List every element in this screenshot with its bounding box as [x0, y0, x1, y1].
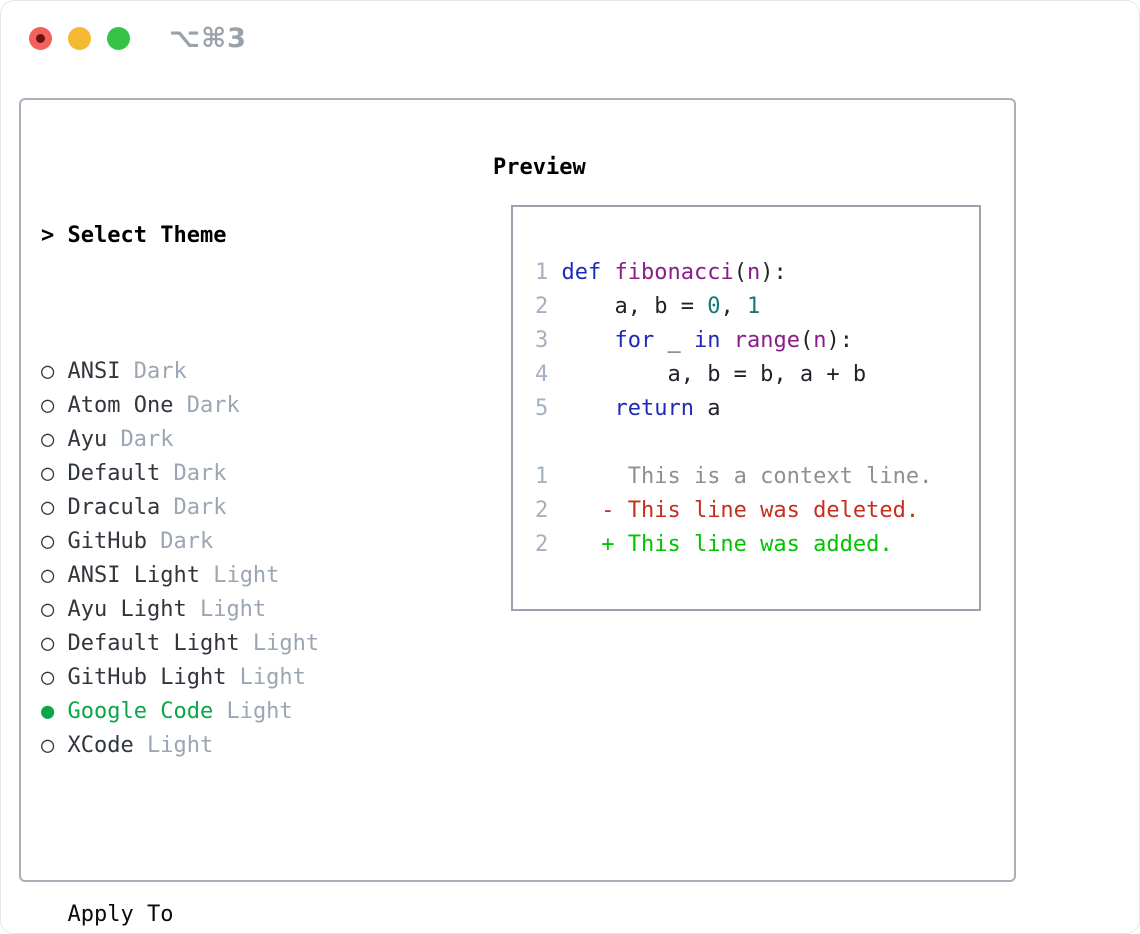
- theme-name: Default: [54, 461, 161, 486]
- theme-variant-tag: Dark: [160, 495, 227, 520]
- theme-name: ANSI Light: [54, 563, 200, 588]
- radio-unselected-icon: ○: [41, 393, 55, 418]
- apply-to-label: Apply To: [67, 902, 174, 927]
- radio-unselected-icon: ○: [41, 563, 55, 588]
- theme-option-github-light[interactable]: ○ GitHub Light Light: [41, 661, 481, 695]
- theme-variant-tag: Dark: [120, 359, 187, 384]
- radio-unselected-icon: ○: [41, 461, 55, 486]
- theme-variant-tag: Light: [133, 733, 214, 758]
- zoom-button[interactable]: [107, 27, 130, 50]
- diff-line-add: 2 + This line was added.: [535, 532, 893, 557]
- radio-unselected-icon: ○: [41, 665, 55, 690]
- line-number: 1: [535, 464, 549, 489]
- radio-unselected-icon: ○: [41, 597, 55, 622]
- theme-option-ansi[interactable]: ○ ANSI Dark: [41, 355, 481, 389]
- theme-variant-tag: Dark: [160, 461, 227, 486]
- theme-option-xcode[interactable]: ○ XCode Light: [41, 729, 481, 763]
- code-line: 3 for _ in range(n):: [535, 328, 853, 353]
- focus-caret-icon: >: [41, 223, 55, 248]
- theme-option-google-code[interactable]: ● Google Code Light: [41, 695, 481, 729]
- theme-option-default-light[interactable]: ○ Default Light Light: [41, 627, 481, 661]
- theme-list-column: > Select Theme ○ ANSI Dark○ Atom One Dar…: [41, 151, 481, 933]
- code-preview: 1 def fibonacci(n): 2 a, b = 0, 1 3 for _ …: [535, 256, 979, 426]
- theme-name: Default Light: [54, 631, 240, 656]
- radio-unselected-icon: ○: [41, 733, 55, 758]
- radio-unselected-icon: ○: [41, 359, 55, 384]
- theme-variant-tag: Light: [186, 597, 267, 622]
- theme-option-ayu-light[interactable]: ○ Ayu Light Light: [41, 593, 481, 627]
- theme-picker-panel: > Select Theme ○ ANSI Dark○ Atom One Dar…: [19, 98, 1016, 927]
- traffic-lights: [29, 27, 130, 50]
- theme-name: Atom One: [54, 393, 174, 418]
- theme-variant-tag: Light: [213, 699, 293, 724]
- minimize-button[interactable]: [68, 27, 91, 50]
- theme-option-atom-one[interactable]: ○ Atom One Dark: [41, 389, 481, 423]
- line-number: 3: [535, 328, 562, 353]
- theme-name: Dracula: [54, 495, 161, 520]
- diff-preview: 1 This is a context line. 2 - This line w…: [535, 460, 979, 562]
- line-number: 2: [535, 294, 562, 319]
- theme-variant-tag: Dark: [173, 393, 240, 418]
- theme-name: Ayu Light: [54, 597, 187, 622]
- theme-name: Ayu: [54, 427, 108, 452]
- code-line: 1 def fibonacci(n):: [535, 260, 787, 285]
- theme-option-default[interactable]: ○ Default Dark: [41, 457, 481, 491]
- line-number: 4: [535, 362, 562, 387]
- theme-option-ansi-light[interactable]: ○ ANSI Light Light: [41, 559, 481, 593]
- title-bar: ⌥⌘3: [1, 1, 1139, 81]
- theme-variant-tag: Light: [239, 631, 320, 656]
- code-line: 4 a, b = b, a + b: [535, 362, 867, 387]
- theme-variant-tag: Dark: [146, 529, 214, 554]
- line-number: 2: [535, 498, 549, 523]
- diff-line-del: 2 - This line was deleted.: [535, 498, 920, 523]
- close-button[interactable]: [29, 27, 52, 50]
- preview-box: 1 def fibonacci(n): 2 a, b = 0, 1 3 for _ …: [511, 205, 981, 611]
- radio-unselected-icon: ○: [41, 427, 55, 452]
- line-number: 2: [535, 532, 549, 557]
- theme-variant-tag: Light: [226, 665, 306, 690]
- select-theme-header: > Select Theme: [41, 219, 481, 253]
- radio-unselected-icon: ○: [41, 631, 55, 656]
- theme-name: Google Code: [54, 699, 214, 724]
- theme-name: GitHub: [54, 529, 147, 554]
- theme-variant-tag: Light: [199, 563, 280, 588]
- theme-name: GitHub Light: [54, 665, 227, 690]
- theme-option-dracula[interactable]: ○ Dracula Dark: [41, 491, 481, 525]
- window-title: ⌥⌘3: [169, 23, 247, 54]
- preview-label: Preview: [493, 155, 586, 180]
- radio-selected-icon: ●: [41, 699, 55, 724]
- line-number: 1: [535, 260, 562, 285]
- radio-unselected-icon: ○: [41, 495, 55, 520]
- radio-unselected-icon: ○: [41, 529, 55, 554]
- theme-name: ANSI: [54, 359, 121, 384]
- code-line: 5 return a: [535, 396, 721, 421]
- theme-list: ○ ANSI Dark○ Atom One Dark○ Ayu Dark○ De…: [41, 355, 481, 763]
- theme-option-ayu[interactable]: ○ Ayu Dark: [41, 423, 481, 457]
- theme-option-github[interactable]: ○ GitHub Dark: [41, 525, 481, 559]
- theme-variant-tag: Dark: [107, 427, 174, 452]
- select-theme-label: Select Theme: [67, 223, 227, 248]
- code-line: 2 a, b = 0, 1: [535, 294, 761, 319]
- theme-name: XCode: [54, 733, 134, 758]
- line-number: 5: [535, 396, 562, 421]
- diff-line-ctx: 1 This is a context line.: [535, 464, 933, 489]
